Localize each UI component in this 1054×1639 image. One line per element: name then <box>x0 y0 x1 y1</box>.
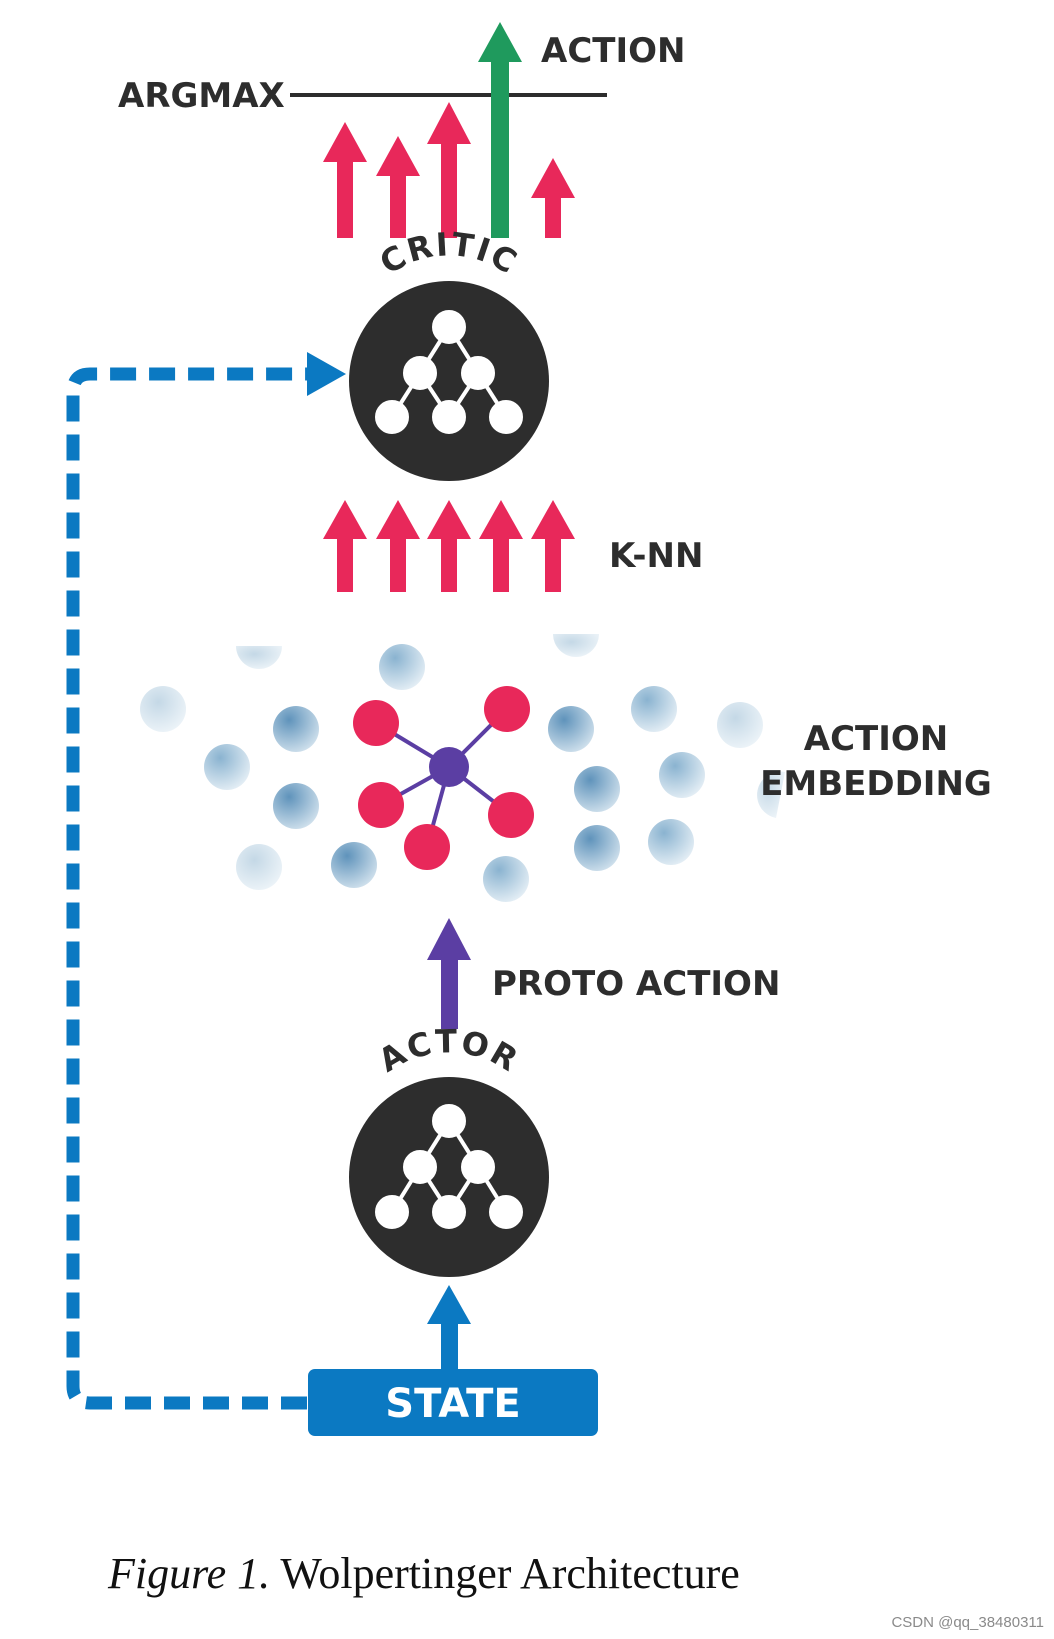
embedding-dot <box>236 646 282 669</box>
embedding-dot <box>717 702 763 748</box>
knn-arrow <box>531 500 575 592</box>
action-label: ACTION <box>541 31 685 71</box>
neighbor-dot <box>353 700 399 746</box>
figure-title: Wolpertinger Architecture <box>280 1549 740 1598</box>
embedding-dot <box>140 686 186 732</box>
knn-arrows <box>323 500 575 592</box>
embedding-dot <box>553 634 599 657</box>
knn-label: K-NN <box>609 536 703 576</box>
embedding-dot <box>548 706 594 752</box>
knn-arrow <box>376 500 420 592</box>
neighbor-dot <box>358 782 404 828</box>
actor-node <box>349 1077 549 1277</box>
proto-action-label: PROTO ACTION <box>492 964 780 1004</box>
embedding-dot <box>483 856 529 902</box>
arrowhead-icon <box>307 352 346 396</box>
embedding-dot <box>331 842 377 888</box>
embedding-dot <box>379 644 425 690</box>
state-to-critic-dashed-path <box>66 367 315 1410</box>
action-embedding-label-line1: ACTION <box>804 719 948 759</box>
embedding-dot <box>273 783 319 829</box>
knn-arrow <box>427 500 471 592</box>
neighbor-dot <box>488 792 534 838</box>
critic-node <box>349 281 549 481</box>
embedding-dot <box>659 752 705 798</box>
knn-arrow <box>479 500 523 592</box>
embedding-dot <box>631 686 677 732</box>
action-embedding-label-line2: EMBEDDING <box>760 764 992 804</box>
actor-label: ACTOR <box>372 1022 526 1079</box>
proto-action-arrow <box>427 918 471 1029</box>
embedding-dot <box>574 825 620 871</box>
figure-number: Figure 1. <box>108 1549 271 1598</box>
embedding-dot <box>574 766 620 812</box>
knn-arrow <box>323 500 367 592</box>
action-arrow <box>478 22 522 238</box>
q-value-arrow <box>376 136 420 238</box>
q-value-arrow <box>531 158 575 238</box>
embedding-dot <box>273 706 319 752</box>
embedding-dot <box>204 744 250 790</box>
neural-network-icon <box>375 1104 523 1229</box>
q-value-arrow <box>427 102 471 238</box>
neural-network-icon <box>375 310 523 434</box>
state-box: STATE <box>308 1369 598 1436</box>
embedding-dot <box>236 844 282 890</box>
action-embedding-cloud <box>140 634 785 902</box>
proto-action-dot <box>429 747 469 787</box>
neighbor-dot <box>484 686 530 732</box>
argmax-label: ARGMAX <box>118 76 285 116</box>
neighbor-dot <box>404 824 450 870</box>
embedding-dot <box>757 771 785 818</box>
watermark: CSDN @qq_38480311 <box>891 1614 1044 1631</box>
embedding-dot <box>648 819 694 865</box>
state-label: STATE <box>385 1381 520 1427</box>
state-to-actor-arrow <box>427 1285 471 1370</box>
figure-caption: Figure 1. Wolpertinger Architecture <box>108 1548 740 1599</box>
q-value-arrow <box>323 122 367 238</box>
